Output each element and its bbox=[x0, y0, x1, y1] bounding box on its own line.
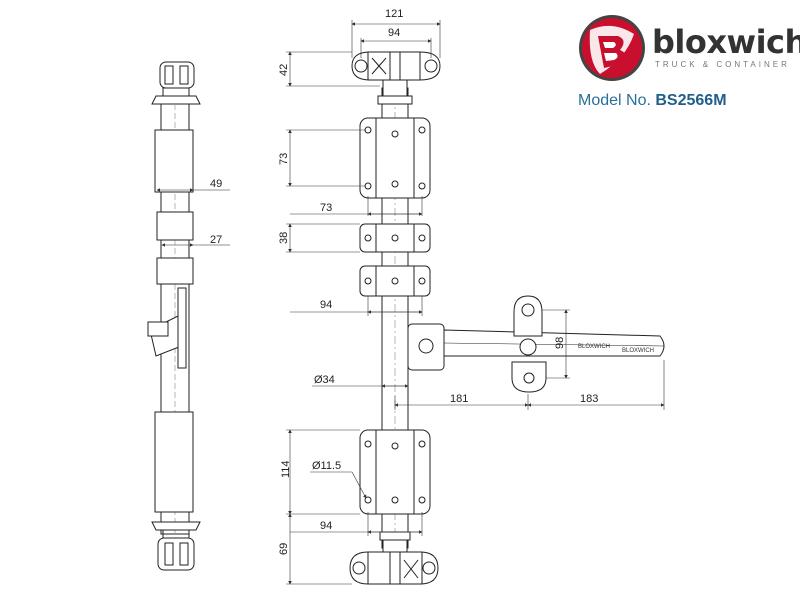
brand-tagline: TRUCK & CONTAINER bbox=[655, 60, 790, 69]
dimension-lines bbox=[286, 20, 665, 585]
dim-hole-diameter: Ø11.5 bbox=[312, 460, 341, 472]
dim-bottom-height: 69 bbox=[278, 543, 290, 555]
model-label: Model No. BS2566M bbox=[578, 92, 727, 110]
dim-top-height: 42 bbox=[278, 64, 290, 76]
front-lower-bracket bbox=[359, 429, 431, 515]
side-lower-bracket bbox=[154, 411, 194, 513]
dim-upper-bracket-height: 73 bbox=[278, 153, 290, 165]
front-handle bbox=[443, 295, 665, 393]
side-upper-bracket bbox=[154, 129, 194, 193]
side-bottom-cam bbox=[151, 521, 201, 571]
handle-stamp-left: BLOXWICH bbox=[578, 344, 610, 350]
model-prefix: Model No. bbox=[578, 92, 651, 109]
front-handle-hub bbox=[407, 323, 445, 371]
side-handle bbox=[147, 287, 187, 369]
dim-rod-diameter: Ø34 bbox=[314, 374, 335, 386]
side-guide-1 bbox=[156, 211, 194, 241]
dim-handle-offset: 181 bbox=[450, 393, 468, 405]
side-top-cam bbox=[151, 61, 201, 105]
dim-guide-width: 94 bbox=[320, 299, 332, 311]
brand-logo-icon bbox=[579, 15, 645, 81]
front-bottom-cam bbox=[349, 531, 439, 585]
dim-lower-bracket-width: 94 bbox=[320, 520, 332, 532]
dim-top-width: 121 bbox=[385, 8, 403, 20]
dim-top-inner: 94 bbox=[388, 27, 400, 39]
dim-lower-bracket-height: 114 bbox=[280, 460, 292, 478]
front-top-cam bbox=[351, 51, 441, 105]
dim-side-27: 27 bbox=[210, 234, 222, 246]
dim-side-49: 49 bbox=[210, 178, 222, 190]
dim-handle-length: 183 bbox=[580, 393, 598, 405]
model-number: BS2566M bbox=[655, 92, 727, 109]
side-guide-2 bbox=[156, 257, 194, 285]
side-view bbox=[147, 61, 230, 571]
handle-stamp-right: BLOXWICH bbox=[622, 348, 654, 354]
front-upper-bracket bbox=[359, 117, 431, 199]
brand-name: bloxwich bbox=[652, 23, 800, 61]
front-guide-1 bbox=[359, 223, 431, 253]
dim-upper-bracket-width: 73 bbox=[320, 202, 332, 214]
front-guide-2 bbox=[359, 265, 431, 297]
dim-handle-height: 98 bbox=[554, 337, 566, 349]
dim-guide-height: 38 bbox=[278, 232, 290, 244]
front-view bbox=[349, 51, 665, 585]
